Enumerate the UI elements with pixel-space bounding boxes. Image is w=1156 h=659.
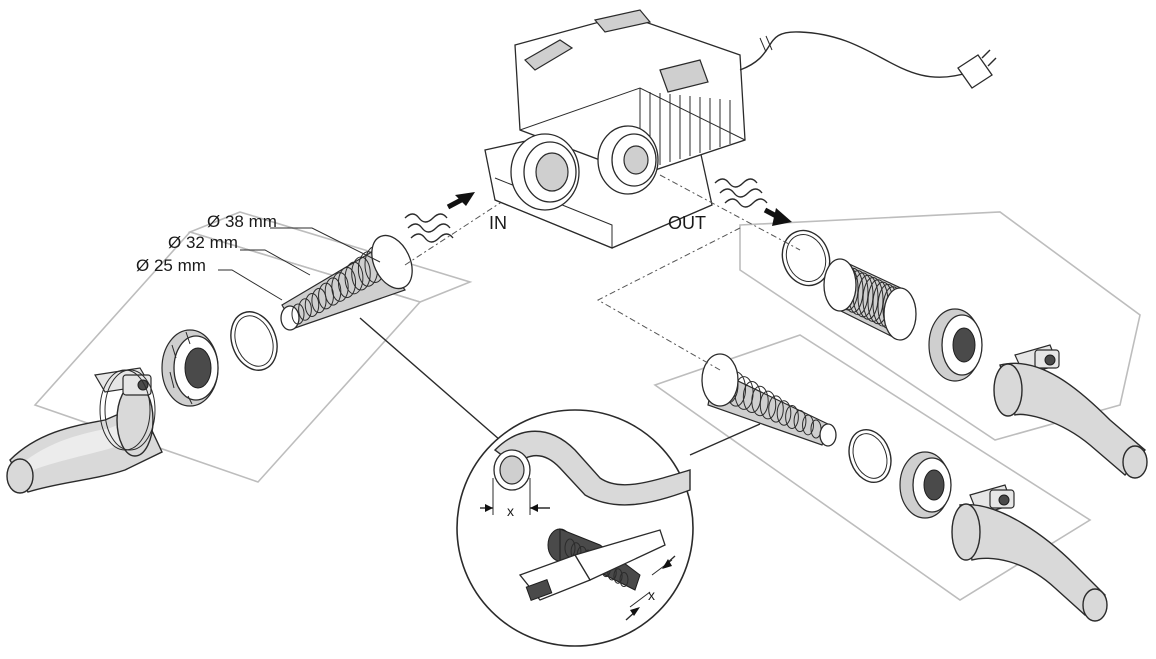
outflow-arrow-icon: [714, 178, 792, 226]
dia-25-label: Ø 25 mm: [136, 256, 206, 275]
detail-x-label-2: x: [648, 587, 655, 603]
outlet-upper-threaded-adaptor: [823, 258, 917, 341]
inlet-o-ring: [230, 311, 278, 371]
outlet-upper-o-ring: [781, 229, 831, 287]
outlet-assembly-upper: [739, 211, 1148, 479]
dia-32-leader: [240, 249, 311, 276]
detail-leader-left: [359, 317, 501, 441]
dia-25-leader: [218, 269, 283, 301]
outlet-lower-union-nut: [899, 451, 952, 519]
dia-38-label: Ø 38 mm: [207, 212, 277, 231]
inflow-arrow-icon: [404, 192, 475, 243]
inlet-hose-clamp: [94, 367, 156, 451]
inlet-assembly: Ø 38 mm Ø 32 mm Ø 25 mm IN: [6, 189, 521, 494]
power-cable: [739, 31, 971, 78]
inlet-union-nut: [161, 329, 219, 407]
outlet-lower-stepped-hose-tail: [701, 353, 837, 447]
outlet-lower-hose: [951, 503, 1108, 622]
power-plug-icon: [957, 49, 997, 89]
pump-body: [484, 9, 997, 249]
cutting-detail-callout: x x: [359, 317, 761, 647]
dia-32-label: Ø 32 mm: [168, 233, 238, 252]
detail-circle: [456, 409, 694, 647]
detail-x-label-1: x: [507, 503, 514, 519]
inlet-hose: [6, 383, 163, 494]
inlet-stepped-hose-tail: [280, 234, 413, 331]
cutting-tool-icon: [518, 529, 666, 601]
outlet-axis-upper: [659, 174, 801, 251]
outlet-assembly-lower: [653, 334, 1108, 622]
outlet-upper-union-nut: [928, 308, 983, 382]
inlet-label: IN: [489, 213, 507, 233]
outlet-label: OUT: [668, 213, 706, 233]
detail-leader-right: [689, 423, 761, 456]
outlet-axis-lower: [596, 227, 741, 371]
outlet-lower-hose-clamp: [969, 484, 1015, 516]
outlet-lower-o-ring: [848, 429, 892, 483]
dia-38-leader: [270, 227, 381, 263]
outlet-upper-hose: [993, 362, 1148, 479]
